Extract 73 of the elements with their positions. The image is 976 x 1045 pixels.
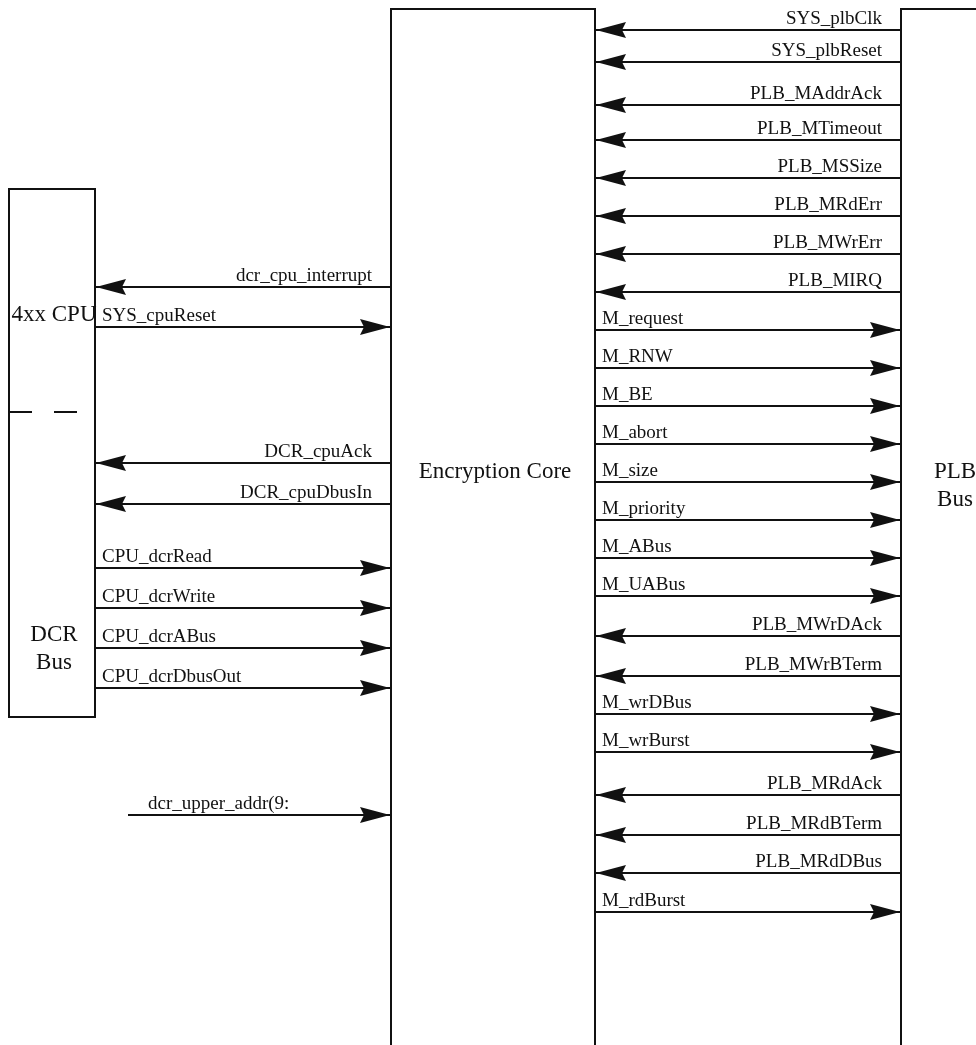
signal-arrow — [95, 455, 391, 471]
signal-label: dcr_cpu_interrupt — [235, 265, 372, 285]
signal-arrow — [595, 904, 901, 920]
block-box — [8, 188, 96, 718]
signal-arrow — [595, 706, 901, 722]
signal-label: M_rdBurst — [602, 890, 686, 910]
signal-arrow — [95, 496, 391, 512]
signal-arrow — [595, 436, 901, 452]
signal-arrow — [595, 97, 901, 113]
signal-arrow — [595, 827, 901, 843]
signal-label: PLB_MRdBTerm — [746, 813, 882, 833]
signal-label: CPU_dcrRead — [102, 546, 212, 566]
block-box — [390, 8, 596, 1045]
signal-label: M_size — [602, 460, 658, 480]
signal-arrow — [595, 512, 901, 528]
signal-arrow — [595, 360, 901, 376]
signal-arrow — [95, 680, 391, 696]
signal-arrow — [595, 628, 901, 644]
signal-label: PLB_MWrDAck — [751, 614, 882, 634]
signal-label: M_priority — [602, 498, 686, 518]
signal-label: dcr_upper_addr(9: — [148, 793, 290, 813]
signal-label: M_UABus — [602, 574, 686, 594]
signal-arrow — [595, 668, 901, 684]
signal-label: PLB_MAddrAck — [750, 83, 882, 103]
signal-arrow — [595, 322, 901, 338]
signal-label: M_RNW — [602, 346, 673, 366]
signal-arrow — [127, 807, 391, 823]
signal-label: PLB_MTimeout — [757, 118, 882, 138]
signal-label: PLB_MWrErr — [773, 232, 882, 252]
block-box — [900, 8, 976, 1045]
signal-arrow — [595, 787, 901, 803]
signal-arrow — [595, 170, 901, 186]
signal-arrow — [595, 54, 901, 70]
signal-arrow — [595, 208, 901, 224]
signal-label: PLB_MSSize — [777, 156, 882, 176]
signal-arrow — [95, 560, 391, 576]
signal-label: DCR_cpuDbusIn — [240, 482, 372, 502]
signal-arrow — [95, 279, 391, 295]
block-label: PLB Bus — [932, 457, 976, 513]
signal-arrow — [95, 640, 391, 656]
signal-label: M_BE — [602, 384, 653, 404]
signal-label: PLB_MWrBTerm — [744, 654, 882, 674]
signal-arrow — [595, 22, 901, 38]
signal-label: SYS_plbClk — [785, 8, 882, 28]
signal-arrow — [595, 550, 901, 566]
signal-label: M_wrDBus — [602, 692, 692, 712]
signal-arrow — [595, 398, 901, 414]
signal-arrow — [595, 474, 901, 490]
block-label: 4xx CPU — [10, 300, 98, 328]
signal-label: DCR_cpuAck — [264, 441, 372, 461]
block-label: Encryption Core — [417, 457, 573, 485]
signal-label: PLB_MRdDBus — [755, 851, 882, 871]
signal-label: PLB_MIRQ — [788, 270, 882, 290]
signal-arrow — [95, 600, 391, 616]
signal-label: M_request — [602, 308, 684, 328]
signal-label: M_wrBurst — [602, 730, 690, 750]
signal-arrow — [595, 132, 901, 148]
signal-arrow — [595, 744, 901, 760]
signal-label: CPU_dcrDbusOut — [102, 666, 242, 686]
signal-label: M_ABus — [602, 536, 672, 556]
signal-arrow — [595, 588, 901, 604]
signal-label: PLB_MRdAck — [766, 773, 882, 793]
signal-label: M_abort — [602, 422, 668, 442]
signal-arrow — [595, 246, 901, 262]
block-label: DCR Bus — [29, 620, 79, 676]
signal-arrow — [595, 865, 901, 881]
signal-label: SYS_plbReset — [771, 40, 882, 60]
signal-label: PLB_MRdErr — [774, 194, 882, 214]
signal-label: CPU_dcrABus — [102, 626, 216, 646]
signal-arrow — [595, 284, 901, 300]
signal-arrow — [95, 319, 391, 335]
signal-label: CPU_dcrWrite — [102, 586, 216, 606]
signal-label: SYS_cpuReset — [102, 305, 216, 325]
